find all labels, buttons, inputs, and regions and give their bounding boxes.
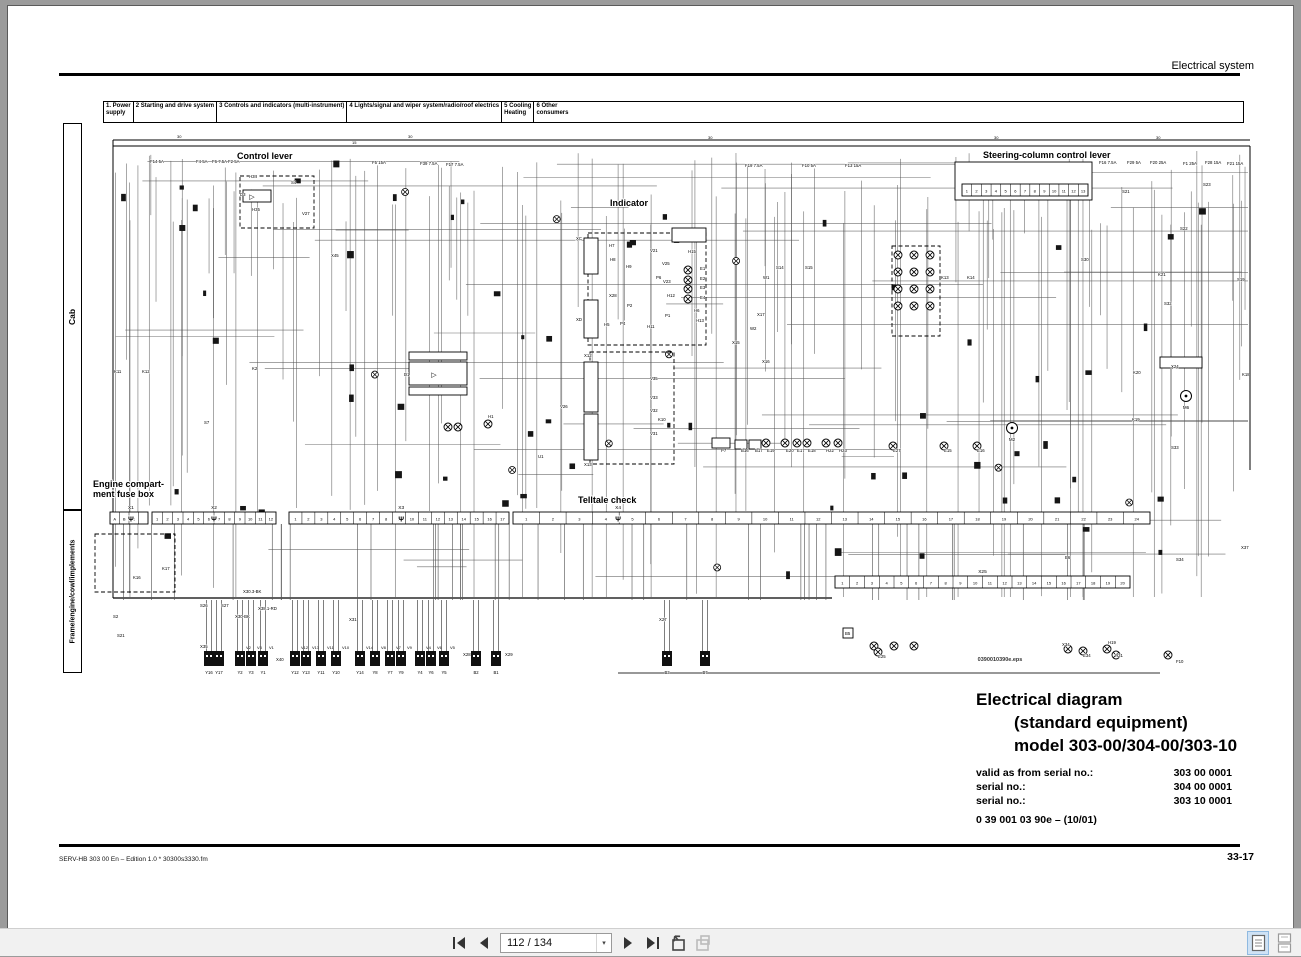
page-number-combobox[interactable]: 112 / 134 ▾	[500, 933, 612, 953]
footer-rule	[59, 844, 1240, 847]
legend-col-lights: 4 Lights/signal and wiper system/radio/r…	[347, 102, 503, 122]
sidebar-label-frame: Frame/engine/cowl/implements	[63, 510, 82, 673]
page-navigation: 112 / 134 ▾	[450, 929, 712, 957]
legend-col-starting: 2 Starting and drive system	[134, 102, 218, 122]
next-view-button[interactable]	[694, 933, 712, 953]
legend-col-other: 6 Other consumers	[536, 103, 569, 116]
first-page-button[interactable]	[450, 933, 468, 953]
diagram-subtitle: (standard equipment)	[1014, 713, 1188, 732]
footer-page-number: 33-17	[1227, 851, 1254, 863]
first-page-icon	[453, 937, 465, 949]
next-page-icon	[624, 937, 632, 949]
serial-table: valid as from serial no.: 303 00 0001 se…	[976, 766, 1232, 808]
next-view-icon	[696, 935, 710, 951]
legend-col-power-supply: 1. Power supply	[104, 102, 134, 122]
legend-col-controls: 3 Controls and indicators (multi-instrum…	[217, 102, 348, 122]
continuous-view-icon	[1277, 933, 1291, 953]
page-layout-controls	[1247, 929, 1295, 957]
diagram-model: model 303-00/304-00/303-10	[1014, 736, 1238, 755]
previous-view-icon	[672, 935, 685, 951]
previous-page-icon	[480, 937, 488, 949]
previous-view-button[interactable]	[669, 933, 687, 953]
next-page-button[interactable]	[619, 933, 637, 953]
last-page-button[interactable]	[644, 933, 662, 953]
previous-page-button[interactable]	[475, 933, 493, 953]
continuous-view-button[interactable]	[1273, 931, 1295, 955]
serial-row: serial no.: 304 00 0001	[976, 781, 1232, 793]
legend-col-cooling: 5 Cooling Heating	[502, 102, 535, 122]
single-page-view-button[interactable]	[1247, 931, 1269, 955]
combobox-dropdown-icon[interactable]: ▾	[596, 934, 611, 952]
footer-document-id: SERV-HB 303 00 En – Edition 1.0 * 30300s…	[59, 856, 208, 863]
diagram-title: Electrical diagram	[976, 690, 1123, 709]
serial-row: valid as from serial no.: 303 00 0001	[976, 767, 1232, 779]
viewer-toolbar: 112 / 134 ▾	[0, 928, 1301, 956]
page-header-title: Electrical system	[1171, 60, 1254, 72]
header-rule	[59, 73, 1240, 76]
diagram-title-block: Electrical diagram (standard equipment) …	[976, 688, 1238, 826]
serial-row: serial no.: 303 10 0001	[976, 795, 1232, 807]
order-number: 0 39 001 03 90e – (10/01)	[976, 814, 1097, 826]
last-page-icon	[647, 937, 659, 949]
sidebar-label-cab: Cab	[63, 123, 82, 510]
page-number-value[interactable]: 112 / 134	[507, 937, 553, 949]
legend-table: 1. Power supply 2 Starting and drive sys…	[103, 101, 1244, 123]
single-page-view-icon	[1251, 934, 1265, 952]
